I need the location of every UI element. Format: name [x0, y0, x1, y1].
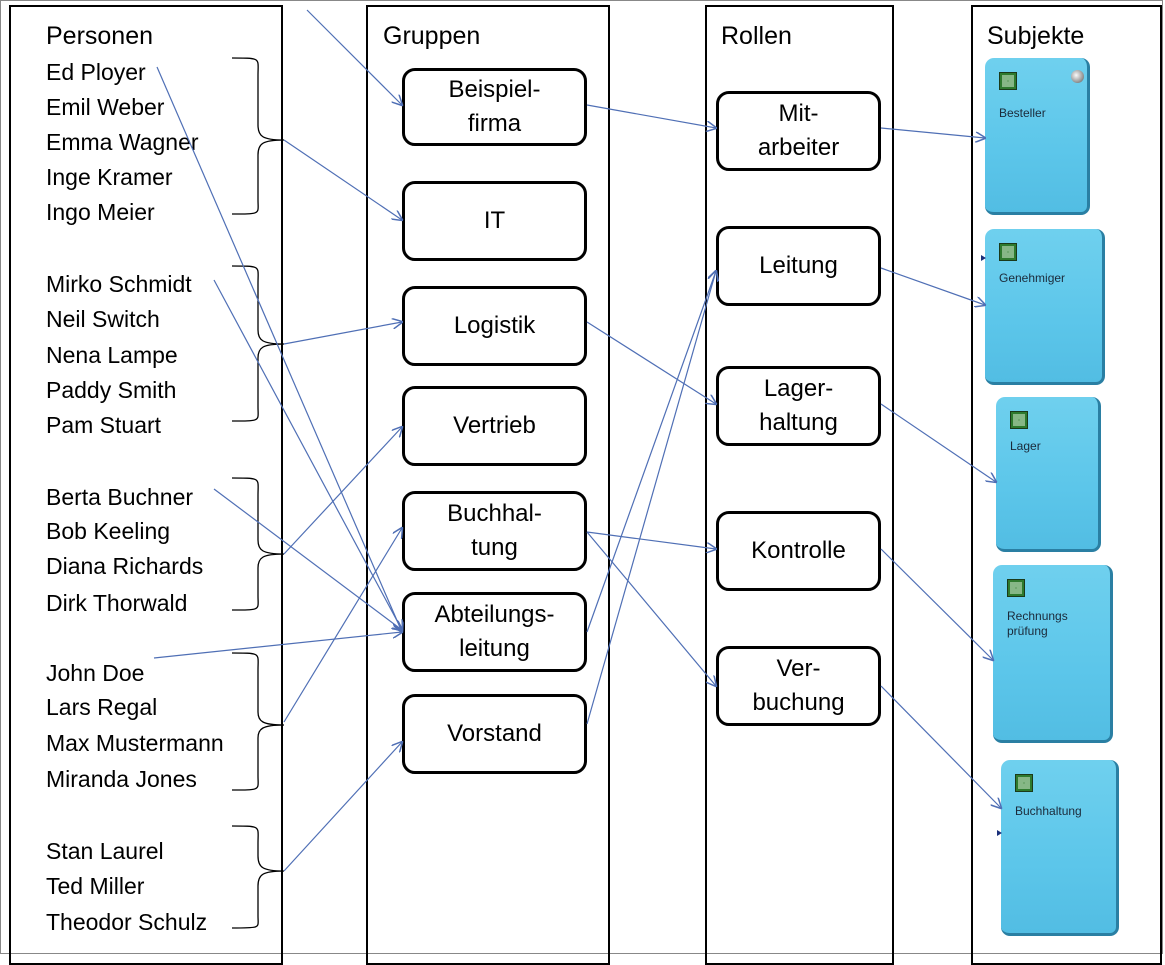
person-item: Bob Keeling [46, 518, 171, 544]
role-label: Leitung [759, 252, 838, 279]
role-box: Ver- buchung [716, 646, 881, 726]
subject-box-rechnungspruefung: Rechnungs prüfung [993, 565, 1113, 743]
person-item: Ingo Meier [46, 199, 155, 225]
connector-arrow [880, 127, 985, 138]
connector-arrow [283, 322, 402, 345]
person-item: Emil Weber [46, 94, 165, 120]
connector-arrow [880, 548, 993, 660]
connector-arrow [213, 488, 402, 630]
role-label: Kontrolle [751, 537, 846, 564]
person-item: Stan Laurel [46, 838, 164, 864]
group-label: Logistik [453, 312, 536, 339]
subject-box-lager: Lager [996, 397, 1101, 552]
connector-arrow [283, 139, 402, 220]
person-item: Neil Switch [46, 306, 160, 332]
role-box: Mit- arbeiter [716, 91, 881, 171]
group-label: Vorstand [447, 720, 542, 747]
subject-label: Buchhaltung [1015, 804, 1082, 818]
subject-icon [999, 72, 1017, 90]
connector-arrow [586, 531, 716, 686]
person-item: Inge Kramer [46, 164, 173, 190]
group-box: IT [402, 181, 587, 261]
column-title-rollen: Rollen [721, 22, 792, 50]
connector-arrow [153, 632, 402, 659]
person-item: Miranda Jones [46, 766, 197, 792]
subject-icon [1010, 411, 1028, 429]
group-label: Vertrieb [453, 412, 536, 439]
connector-arrow [156, 66, 402, 632]
connector-arrow [283, 742, 402, 872]
role-label: Lager- haltung [759, 375, 838, 436]
column-title-personen: Personen [46, 22, 154, 50]
role-box: Lager- haltung [716, 366, 881, 446]
person-item: John Doe [46, 660, 145, 686]
person-item: Ted Miller [46, 873, 145, 899]
person-item: Lars Regal [46, 694, 158, 720]
brace [231, 652, 285, 791]
group-label: IT [483, 207, 506, 234]
connector-arrow [586, 104, 716, 128]
person-item: Pam Stuart [46, 412, 162, 438]
connector-arrow [586, 271, 716, 633]
connector-arrow [283, 528, 402, 723]
person-item: Dirk Thorwald [46, 590, 188, 616]
role-box: Leitung [716, 226, 881, 306]
role-label: Mit- arbeiter [757, 100, 840, 161]
connector-marker-icon [981, 255, 986, 261]
group-label: Buchhal- tung [447, 500, 542, 561]
group-box: Vorstand [402, 694, 587, 774]
connector-arrow [880, 685, 1001, 808]
subject-label: Rechnungs prüfung [1007, 609, 1068, 638]
connector-arrow [213, 279, 402, 630]
column-title-subjekte: Subjekte [987, 22, 1085, 50]
role-label: Ver- buchung [752, 655, 845, 716]
person-item: Emma Wagner [46, 129, 199, 155]
brace [231, 477, 285, 611]
connector-arrow [283, 427, 402, 555]
group-box: Beispiel- firma [402, 68, 587, 146]
connector-arrow [586, 531, 716, 549]
brace [231, 825, 285, 929]
person-item: Max Mustermann [46, 730, 224, 756]
role-box: Kontrolle [716, 511, 881, 591]
subject-box-buchhaltung: Buchhaltung [997, 760, 1119, 936]
subject-icon [1015, 774, 1033, 792]
gear-icon [1071, 70, 1084, 83]
subject-label: Genehmiger [999, 271, 1066, 285]
person-item: Diana Richards [46, 553, 204, 579]
brace [231, 265, 285, 422]
subject-box-genehmiger: Genehmiger [981, 229, 1105, 385]
connector-arrow [586, 271, 716, 725]
column-title-gruppen: Gruppen [383, 22, 481, 50]
person-item: Theodor Schulz [46, 909, 208, 935]
group-box: Abteilungs- leitung [402, 592, 587, 672]
person-item: Paddy Smith [46, 377, 177, 403]
brace [231, 57, 285, 215]
subject-icon [1007, 579, 1025, 597]
group-box: Buchhal- tung [402, 491, 587, 571]
subject-label: Lager [1010, 439, 1041, 453]
group-label: Abteilungs- leitung [434, 601, 555, 662]
group-box: Logistik [402, 286, 587, 366]
group-label: Beispiel- firma [448, 76, 541, 137]
connector-arrow [306, 9, 402, 105]
person-item: Berta Buchner [46, 484, 194, 510]
subject-icon [999, 243, 1017, 261]
connector-arrow [586, 321, 716, 404]
connector-marker-icon [997, 830, 1002, 836]
connector-arrow [880, 267, 985, 305]
subject-label: Besteller [999, 106, 1046, 120]
subject-box-besteller: Besteller [985, 58, 1090, 215]
person-item: Mirko Schmidt [46, 271, 192, 297]
connector-arrow [880, 403, 996, 482]
person-item: Nena Lampe [46, 342, 178, 368]
person-item: Ed Ployer [46, 59, 146, 85]
